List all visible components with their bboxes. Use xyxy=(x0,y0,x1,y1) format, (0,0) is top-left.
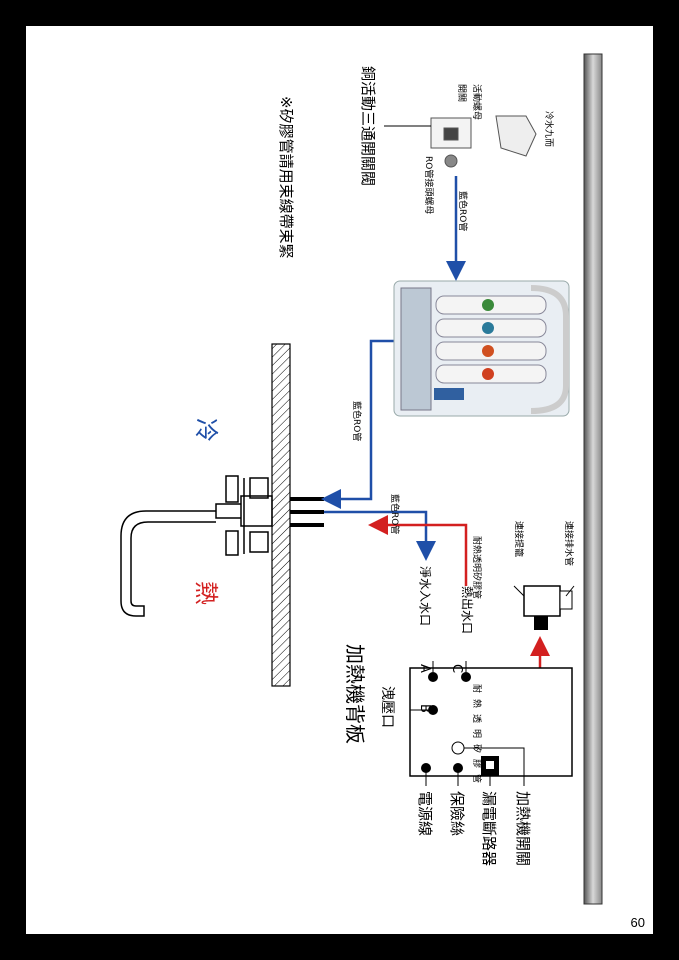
drain-label: 連接排水管 xyxy=(563,521,575,566)
valve-ro-nut: RO管接頭螺母 xyxy=(423,156,435,214)
switch-knob xyxy=(451,741,465,755)
valve-cold-inlet: 冷水九而 xyxy=(543,111,555,147)
power-label: 電源線 xyxy=(416,791,434,836)
countertop-wall xyxy=(271,343,291,687)
hot-label: 熱 xyxy=(192,581,220,605)
blue-ro-line-2 xyxy=(324,510,436,561)
cold-label: 冷 xyxy=(192,418,220,442)
heater-port-b: B xyxy=(417,704,432,713)
blue-ro-line-1 xyxy=(321,339,394,509)
ro-filter-unit xyxy=(393,280,570,417)
silicone-tube-label: 耐熱透明矽膠管 xyxy=(471,536,483,599)
valve-switch: 開關 xyxy=(456,84,467,102)
switch-label: 加熱機開關 xyxy=(514,791,532,866)
note-text: ※矽膠管請用束線帶束緊 xyxy=(277,96,295,259)
heater-port-a: A xyxy=(417,664,432,673)
drain-fitting-icon xyxy=(513,585,575,630)
installation-diagram: ※矽膠管請用束線帶束緊 銅活動三通開關閥 開關 活動螺母 冷水九而 RO管接頭螺… xyxy=(120,53,603,905)
valve-title: 銅活動三通開關閥 xyxy=(359,66,377,186)
faucet-icon xyxy=(120,475,273,617)
breaker-label: 漏電斷路器 xyxy=(480,791,498,866)
blue-ro-vertical-label: 藍色RO管 xyxy=(389,494,401,534)
red-hot-line xyxy=(368,515,468,586)
heater-inner-tube: 耐熱透明矽膠管 xyxy=(471,684,483,789)
heater-title: 加熱機背板 xyxy=(343,644,367,744)
hot-outlet-label: 熱出水口 xyxy=(460,586,474,634)
port-a xyxy=(428,672,438,682)
manual-page: ※矽膠管請用束線帶束緊 銅活動三通開關閥 開關 活動螺母 冷水九而 RO管接頭螺… xyxy=(26,26,653,934)
overflow-tray-label: 連接提籠 xyxy=(513,521,525,557)
heater-port-c: C xyxy=(449,664,464,673)
page-number: 60 xyxy=(630,915,645,930)
valve-blue-ro: 藍色RO管 xyxy=(457,191,469,231)
valve-nut: 活動螺母 xyxy=(471,84,483,120)
port-c xyxy=(461,672,471,682)
clean-inlet-label: 淨水入水口 xyxy=(418,566,432,626)
side-bar xyxy=(583,53,603,905)
blue-ro-left-label: 藍色RO管 xyxy=(351,401,363,441)
heater-relief: 洩壓口 xyxy=(379,686,395,728)
fuse-label: 保險絲 xyxy=(448,791,466,836)
port-b xyxy=(428,705,438,715)
tee-valve-icon xyxy=(384,115,537,168)
